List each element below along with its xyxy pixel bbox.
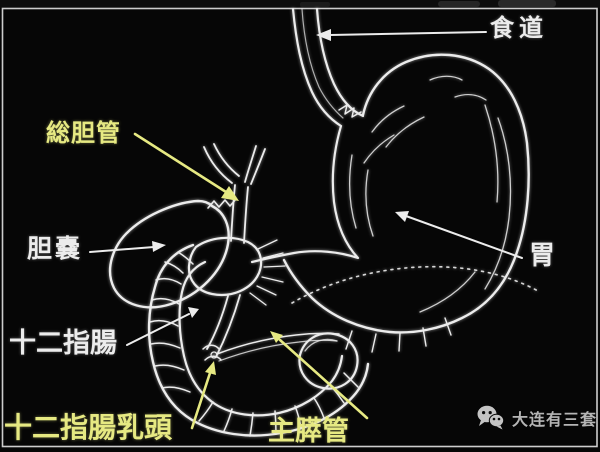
esophagus-arrow <box>316 29 487 41</box>
duodenal-bulb-outline <box>187 236 263 297</box>
duodenum-fold-rings <box>149 251 359 437</box>
esophagus-inner-line <box>301 8 344 119</box>
watermark-text: 大连有三套 <box>512 411 598 429</box>
stomach-arrow <box>395 211 523 259</box>
main-pancreatic-duct-line2 <box>218 339 338 362</box>
papilla-arrow-line <box>190 371 212 430</box>
label-esophagus: 食道 <box>490 15 548 42</box>
wechat-icon <box>477 405 505 430</box>
wechat-big-bubble-tail <box>479 420 486 426</box>
top-strip-blob <box>438 1 480 7</box>
wechat-small-bubble <box>488 413 505 428</box>
papilla-opening <box>210 351 218 359</box>
gallbladder-arrowhead <box>152 241 166 252</box>
label-duodenal-papilla: 十二指腸乳頭 <box>4 412 173 443</box>
cbd-arrow-line <box>133 132 228 194</box>
label-main-pancreatic-duct: 主膵管 <box>268 416 349 446</box>
duodenal-papilla-arrow <box>190 361 216 430</box>
jejunal-loop-outline <box>298 332 359 390</box>
wechat-eye <box>497 417 501 421</box>
pancreatic-duct-arrow-line <box>278 338 369 420</box>
duodenum-outer-wall <box>147 243 370 437</box>
duodenal-papilla-bumps <box>202 344 222 361</box>
papilla-arrowhead <box>205 361 216 375</box>
jejunal-loop-inner <box>304 338 338 352</box>
pyloric-fold-fan <box>249 239 286 306</box>
label-stomach: 胃 <box>529 240 556 270</box>
label-common-bile-duct: 総胆管 <box>46 120 121 147</box>
gallbladder-arrow-line <box>89 246 155 253</box>
pancreatic-duct-arrowhead <box>270 331 283 343</box>
stomach-arrow-line <box>405 215 523 259</box>
cbd-arrowhead <box>221 186 239 201</box>
top-strip-blob <box>498 0 556 7</box>
label-gallbladder: 胆嚢 <box>27 235 84 263</box>
pancreas-dashed-outline <box>291 265 539 304</box>
esophagus-arrow-line <box>329 31 487 36</box>
duodenum-arrowhead <box>188 307 199 318</box>
stomach-lesser-curvature <box>250 124 360 264</box>
wechat-small-bubble-tail <box>496 425 503 430</box>
gallbladder-outline <box>108 199 230 309</box>
cystic-duct-folds <box>207 198 237 209</box>
label-duodenum: 十二指腸 <box>9 328 117 358</box>
wechat-eye <box>488 411 492 415</box>
watermark: 大连有三套 <box>477 405 597 430</box>
esophagus-arrowhead <box>316 29 331 41</box>
duodenum-arrow <box>126 307 199 346</box>
frame-border <box>1 7 598 448</box>
gallbladder-arrow <box>89 241 166 253</box>
stomach-fringe-strokes <box>345 317 452 353</box>
top-crop-strip <box>0 0 600 8</box>
wechat-eye <box>492 417 496 421</box>
common-bile-duct-arrow <box>133 132 239 201</box>
wechat-eye <box>482 411 486 415</box>
hepatic-ducts <box>203 143 266 185</box>
common-bile-duct-tube <box>206 184 249 358</box>
duodenum-inner-wall <box>178 260 344 417</box>
top-strip-blob <box>300 2 330 7</box>
cardia-folds <box>338 104 362 118</box>
stomach-rugae-lines <box>349 75 512 313</box>
main-pancreatic-duct-arrow <box>270 331 369 420</box>
duodenum-arrow-line <box>126 313 190 346</box>
stomach-arrowhead <box>395 211 409 222</box>
stomach-greater-curvature <box>282 53 530 334</box>
